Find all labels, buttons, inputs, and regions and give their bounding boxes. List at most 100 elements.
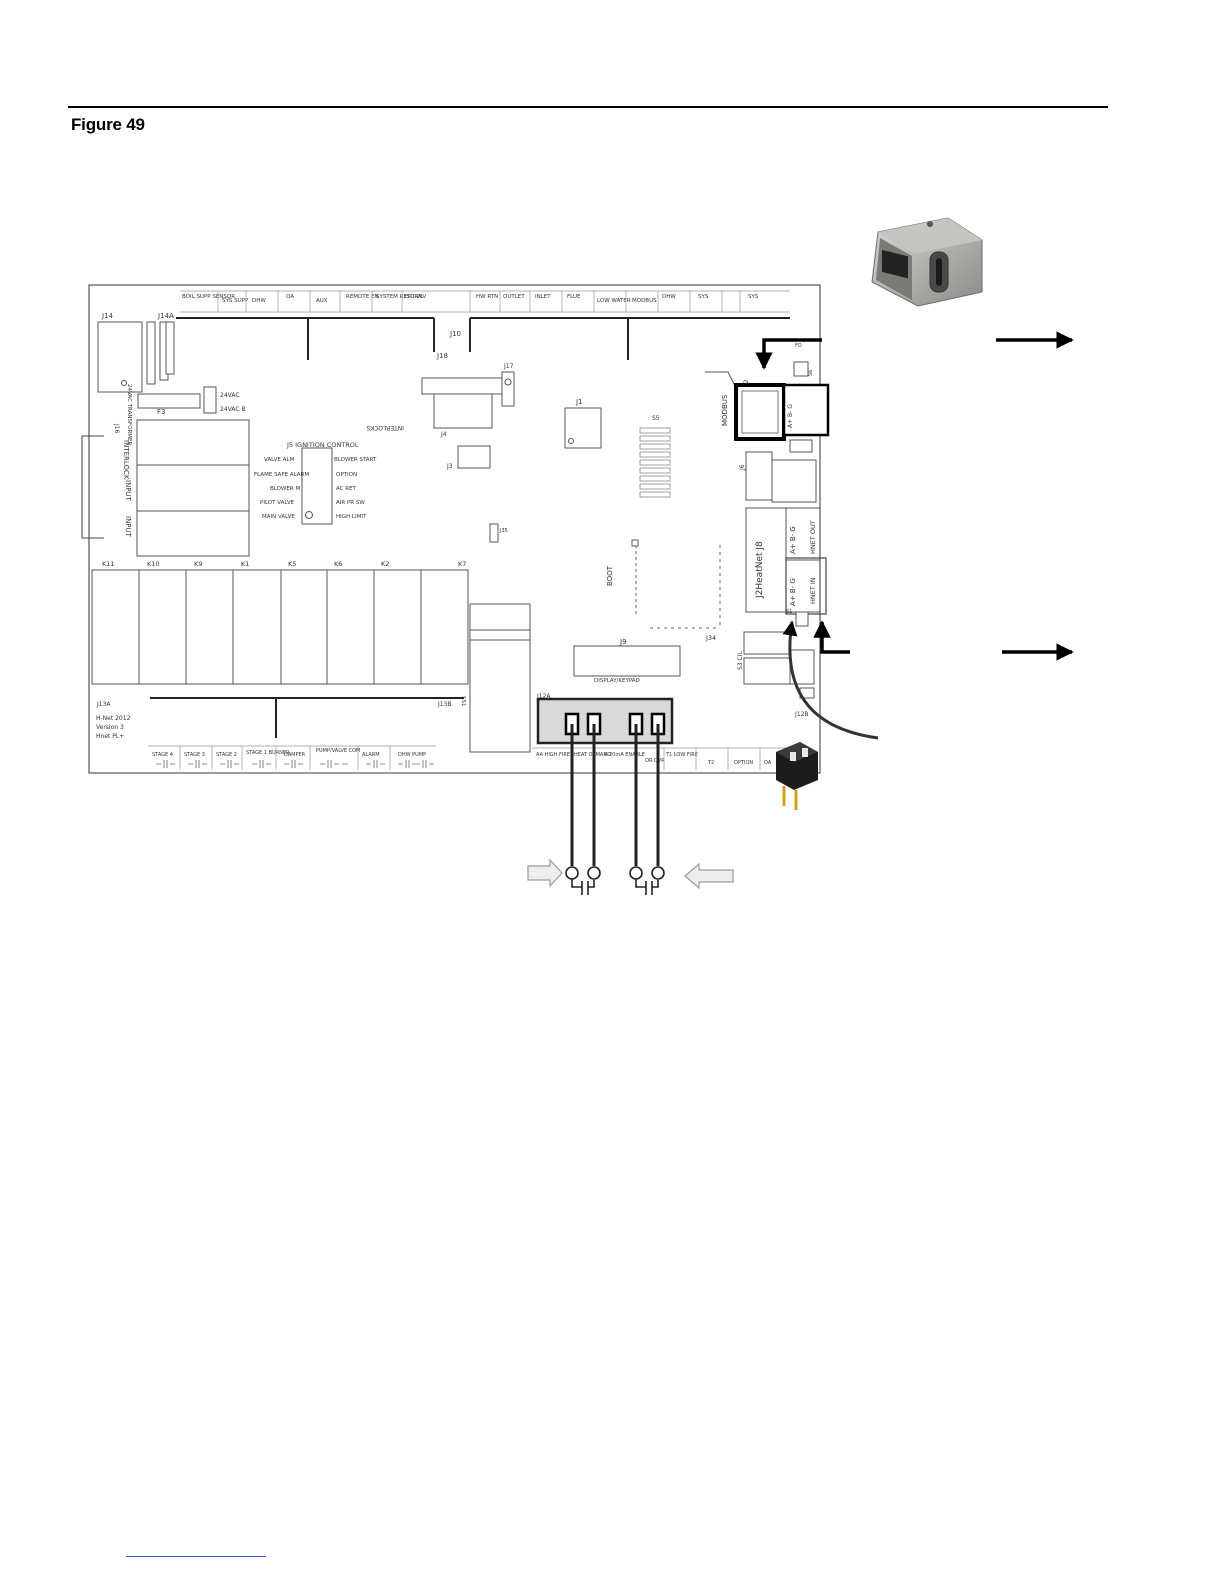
- term-label: HW RTN: [476, 294, 498, 300]
- arrow-left-icon: [684, 862, 734, 890]
- svg-text:PILOT VALVE: PILOT VALVE: [260, 500, 295, 506]
- display-label: DISPLAY/KEYPAD: [594, 678, 640, 684]
- arrow-down-icon: [755, 338, 822, 370]
- term-label: OUTLET: [503, 294, 525, 300]
- interlock-label-2: INPUT: [124, 480, 132, 502]
- j25-label: S1: [786, 609, 792, 615]
- hnet-in-label: HNET IN: [809, 577, 817, 604]
- j16-label: J16: [113, 423, 120, 434]
- j12b-label: J12B: [794, 711, 809, 718]
- svg-text:AA HIGH FIRE: AA HIGH FIRE: [536, 752, 570, 758]
- svg-text:SS1: SS1: [460, 696, 466, 706]
- term-label: REMOTE EN: [346, 294, 379, 300]
- term-label: DHW: [252, 298, 266, 304]
- svg-text:A+ B- G: A+ B- G: [787, 404, 794, 428]
- ignition-label: J5 IGNITION CONTROL: [286, 441, 359, 449]
- svg-text:STAGE 3: STAGE 3: [184, 752, 205, 758]
- heatnet-label: J2HeatNet J8: [755, 541, 765, 599]
- svg-text:MAIN VALVE: MAIN VALVE: [262, 514, 295, 520]
- j4-label: J4: [440, 431, 447, 438]
- svg-text:BLOWER M: BLOWER M: [270, 486, 300, 492]
- svg-text:AIR PR SW: AIR PR SW: [336, 500, 365, 506]
- arrow-up-icon: [813, 620, 850, 654]
- ignition-right-labels: BLOWER START OPTION AC RET AIR PR SW HIG…: [334, 457, 377, 520]
- hnet-out-label: HNET OUT: [809, 520, 817, 554]
- svg-text:K7: K7: [458, 560, 466, 568]
- svg-text:STAGE 2: STAGE 2: [216, 752, 237, 758]
- ignition-left-labels: VALVE ALM FLAME SAFE ALARM BLOWER M PILO…: [254, 457, 309, 520]
- term-label: SYS: [698, 294, 709, 300]
- svg-text:T2: T2: [707, 760, 714, 766]
- svg-text:K9: K9: [194, 560, 202, 568]
- j18-label: J18: [436, 352, 448, 360]
- 24vac-b-label: 24VAC B: [220, 406, 246, 413]
- dry-contacts: [565, 866, 665, 895]
- j12a-label: J12A: [536, 693, 551, 700]
- svg-text:FD: FD: [795, 343, 802, 349]
- modbus-terminal-highlight: [782, 383, 830, 437]
- interlock-label-3: INPUT: [124, 516, 132, 538]
- j3-label: J3: [446, 463, 453, 470]
- svg-text:A+ B- G: A+ B- G: [789, 578, 797, 606]
- transformer-label: 24VAC TRANSFORMER: [126, 384, 132, 446]
- header-rule: [68, 106, 1108, 108]
- s5-label: S5: [652, 415, 660, 422]
- s3-label: S3 CIL: [737, 651, 744, 670]
- board-stamp: H-Net 2012 Version 3 Hnet PL+: [96, 715, 131, 740]
- term-label: LOW WATER: [597, 298, 631, 304]
- svg-text:K10: K10: [147, 560, 160, 568]
- term-label: BOIL SUPP SENSOR: [182, 294, 235, 300]
- term-label: SYSTEM RETURN: [376, 294, 422, 300]
- top-terminal-dividers: [180, 290, 790, 313]
- f3-label: F3: [157, 408, 165, 416]
- contact-symbols: [156, 760, 434, 768]
- svg-text:OPTION: OPTION: [336, 472, 357, 478]
- transformer-block: [97, 321, 143, 393]
- term-label: OA: [286, 294, 294, 300]
- interlock-board-text: INTERLOCKS: [366, 424, 404, 431]
- curved-pointer: [782, 620, 879, 740]
- svg-text:STAGE 4: STAGE 4: [152, 752, 173, 758]
- bottom-left-labels: STAGE 4 STAGE 3 STAGE 2 STAGE 1 BURNER D…: [152, 748, 426, 758]
- j14a-label: J14A: [157, 312, 174, 320]
- svg-text:K11: K11: [102, 560, 115, 568]
- svg-text:T1 LOW FIRE: T1 LOW FIRE: [665, 752, 698, 758]
- figure-title: Figure 49: [71, 115, 145, 134]
- term-label: ISO VLV: [405, 294, 426, 300]
- 24vac-label: 24VAC: [220, 392, 240, 399]
- svg-text:HIGH LIMIT: HIGH LIMIT: [336, 514, 367, 520]
- footer-link-underline: [126, 1556, 266, 1557]
- svg-text:Version 3: Version 3: [96, 724, 124, 731]
- svg-text:DHW PUMP: DHW PUMP: [398, 752, 426, 758]
- s6-label: S6: [808, 370, 814, 376]
- j14-label: J14: [101, 312, 114, 320]
- relay-labels: K11 K10 K9 K1 K5 K6 K2 K7: [102, 560, 466, 568]
- svg-text:PUMP/VALVE COM: PUMP/VALVE COM: [316, 748, 360, 754]
- j17-label: J17: [503, 363, 514, 370]
- term-label: MODBUS: [632, 298, 657, 304]
- term-label: FLUE: [567, 294, 581, 300]
- svg-text:K6: K6: [334, 560, 342, 568]
- boot-label: BOOT: [606, 565, 614, 586]
- j13b-label: J13B: [437, 701, 452, 708]
- arrow-right-icon: [527, 858, 563, 888]
- svg-text:H-Net 2012: H-Net 2012: [96, 715, 131, 722]
- svg-text:K1: K1: [241, 560, 249, 568]
- rj45-jack-icon: [871, 217, 983, 307]
- top-terminal-labels: BOIL SUPP SENSOR SYS SUPP DHW OA AUX REM…: [182, 294, 759, 304]
- term-label: SYS SUPP: [222, 298, 249, 304]
- j12a-terminal-highlight: [536, 697, 674, 745]
- modbus-label: MODBUS: [721, 394, 729, 426]
- j13a-label: J13A: [96, 701, 111, 708]
- j1-label: J1: [575, 398, 583, 406]
- svg-text:OR OVR: OR OVR: [645, 758, 665, 764]
- s5-switch-bank: [639, 427, 671, 498]
- term-label: INLET: [535, 294, 551, 300]
- term-label: SYS: [748, 294, 759, 300]
- j10-label: J10: [449, 330, 461, 338]
- svg-text:4-20mA ENABLE: 4-20mA ENABLE: [604, 752, 645, 758]
- svg-text:OA: OA: [764, 760, 772, 766]
- svg-text:OPTION: OPTION: [734, 760, 753, 766]
- j9-label: J9: [619, 638, 627, 646]
